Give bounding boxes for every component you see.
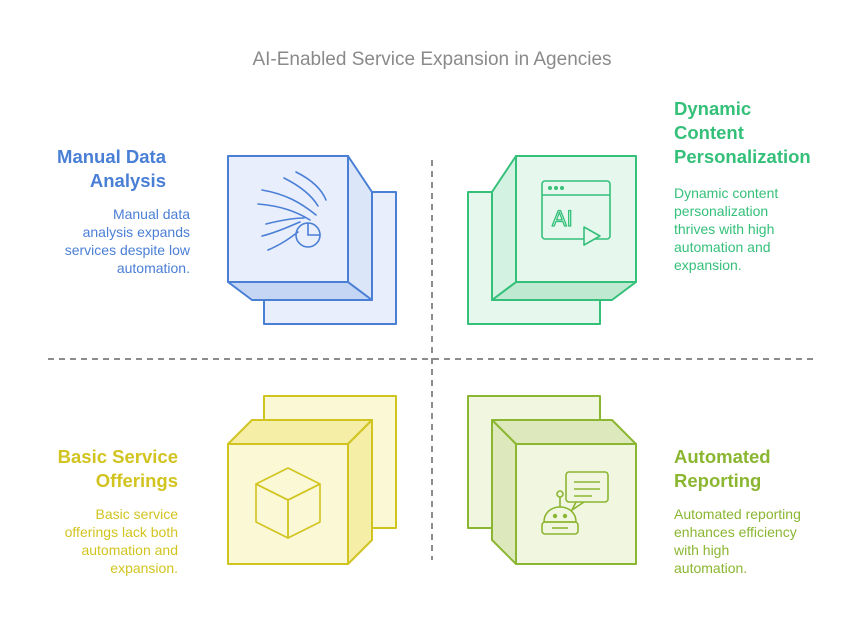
heading-line: Basic Service [57,446,178,467]
manual-data-analysis-heading: Manual Data Analysis [57,145,166,193]
basic-service-cube [227,395,397,565]
heading-line: Personalization [674,146,811,167]
dynamic-content-heading: Dynamic Content Personalization [674,97,811,169]
description-line: services despite low [64,242,190,258]
manual-data-analysis-description: Manual data analysis expands services de… [65,205,190,277]
description-line: personalization [674,203,769,219]
heading-line: Manual Data [57,146,166,167]
basic-service-description: Basic service offerings lack both automa… [65,505,178,577]
heading-line: Dynamic [674,98,752,119]
description-line: offerings lack both [64,524,178,540]
automated-reporting-heading: Automated Reporting [674,445,771,493]
chart-wind-icon [257,171,327,251]
description-line: automation and [674,239,771,255]
description-line: Basic service [95,506,178,522]
description-line: expansion. [674,257,742,273]
dynamic-content-cube [467,155,637,325]
description-line: Automated reporting [674,506,801,522]
description-line: Manual data [112,206,190,222]
ai-label: AI [552,206,573,231]
ai-video-window-icon: AI [541,180,611,246]
automated-reporting-description: Automated reporting enhances efficiency … [674,505,801,577]
description-line: expansion. [110,560,178,576]
manual-data-analysis-cube [227,155,397,325]
description-line: automation. [674,560,748,576]
description-line: automation. [116,260,190,276]
page-title: AI-Enabled Service Expansion in Agencies [252,49,612,70]
heading-line: Analysis [89,170,166,191]
description-line: analysis expands [82,224,190,240]
description-line: automation and [81,542,178,558]
description-line: with high [674,542,730,558]
description-line: Dynamic content [674,185,779,201]
heading-line: Reporting [674,470,762,491]
description-line: thrives with high [674,221,775,237]
basic-service-heading: Basic Service Offerings [58,445,178,493]
robot-chat-icon [541,471,609,535]
description-line: enhances efficiency [674,524,797,540]
automated-reporting-cube [467,395,637,565]
heading-line: Content [674,122,744,143]
box-cube-icon [255,467,321,539]
heading-line: Offerings [95,470,178,491]
heading-line: Automated [674,446,771,467]
dynamic-content-description: Dynamic content personalization thrives … [674,184,778,274]
